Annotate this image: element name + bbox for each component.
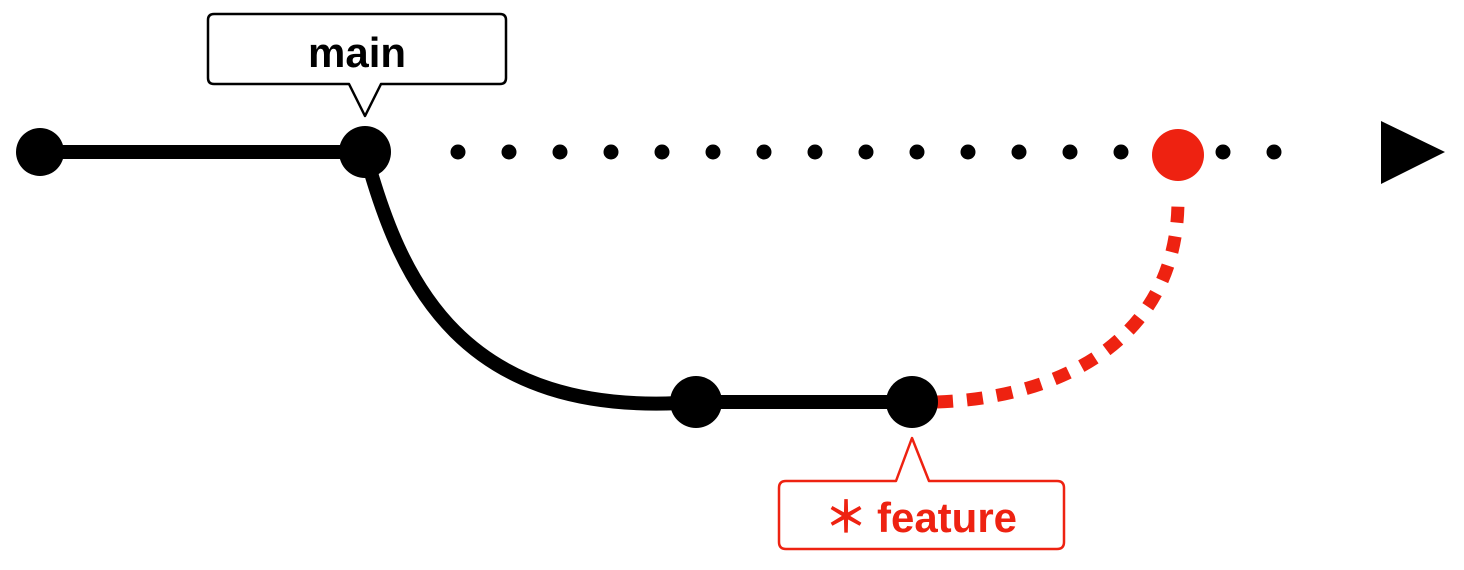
- commit-node: [670, 376, 722, 428]
- commit-node: [16, 128, 64, 176]
- feature-branch-label: ＊feature: [777, 436, 1066, 551]
- commit-node-feature-head: [886, 376, 938, 428]
- commit-node-main-head: [339, 126, 391, 178]
- feature-label-callout: [777, 436, 1066, 551]
- merge-path-dashed: [936, 199, 1185, 409]
- main-label-text: main: [308, 29, 406, 76]
- main-branch-label: main: [206, 12, 508, 118]
- timeline-arrow-head: [1381, 121, 1445, 184]
- main-label-callout: [206, 12, 508, 118]
- feature-branch-name: feature: [877, 494, 1017, 541]
- feature-label-text: ＊feature: [825, 494, 1017, 541]
- current-branch-marker: ＊: [825, 494, 867, 541]
- merge-commit-node: [1152, 129, 1204, 181]
- feature-branch-curve: [358, 145, 703, 411]
